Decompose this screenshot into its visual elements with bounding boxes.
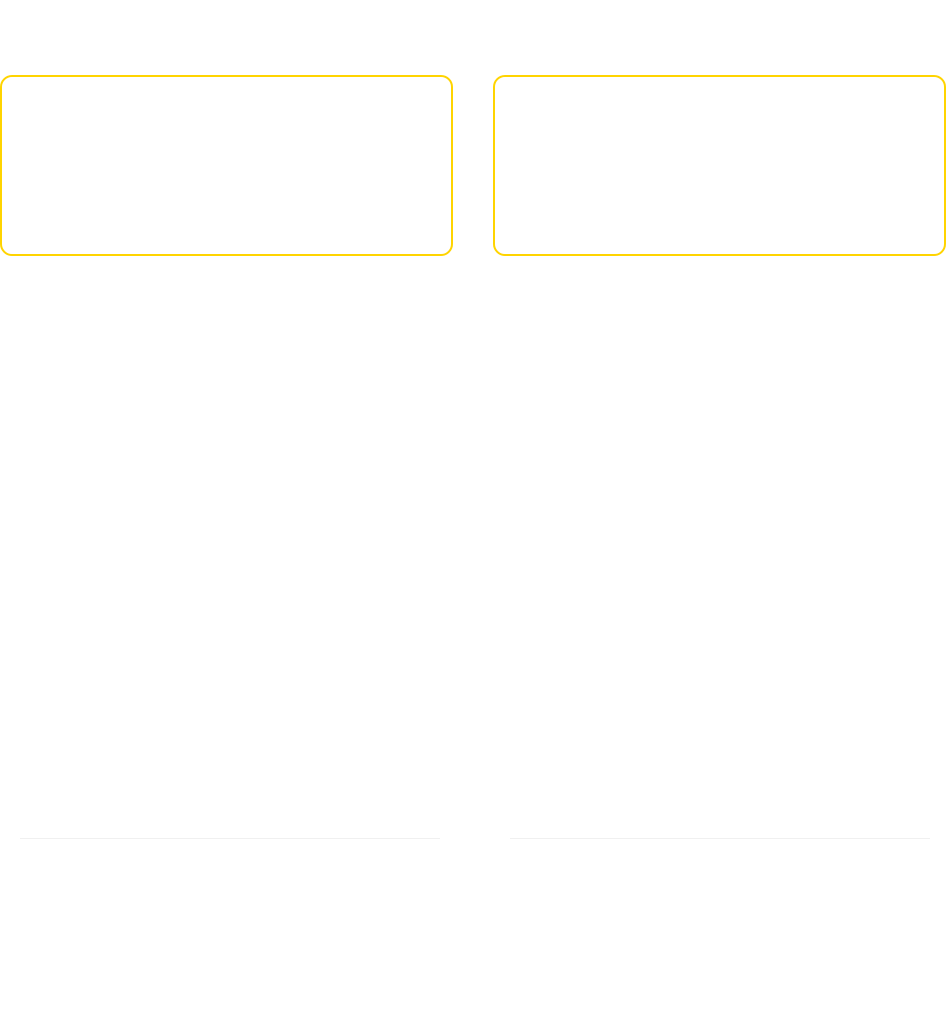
right-highlight-card [493,75,946,256]
left-divider [20,838,440,839]
left-highlight-card [0,75,453,256]
right-divider [510,838,930,839]
